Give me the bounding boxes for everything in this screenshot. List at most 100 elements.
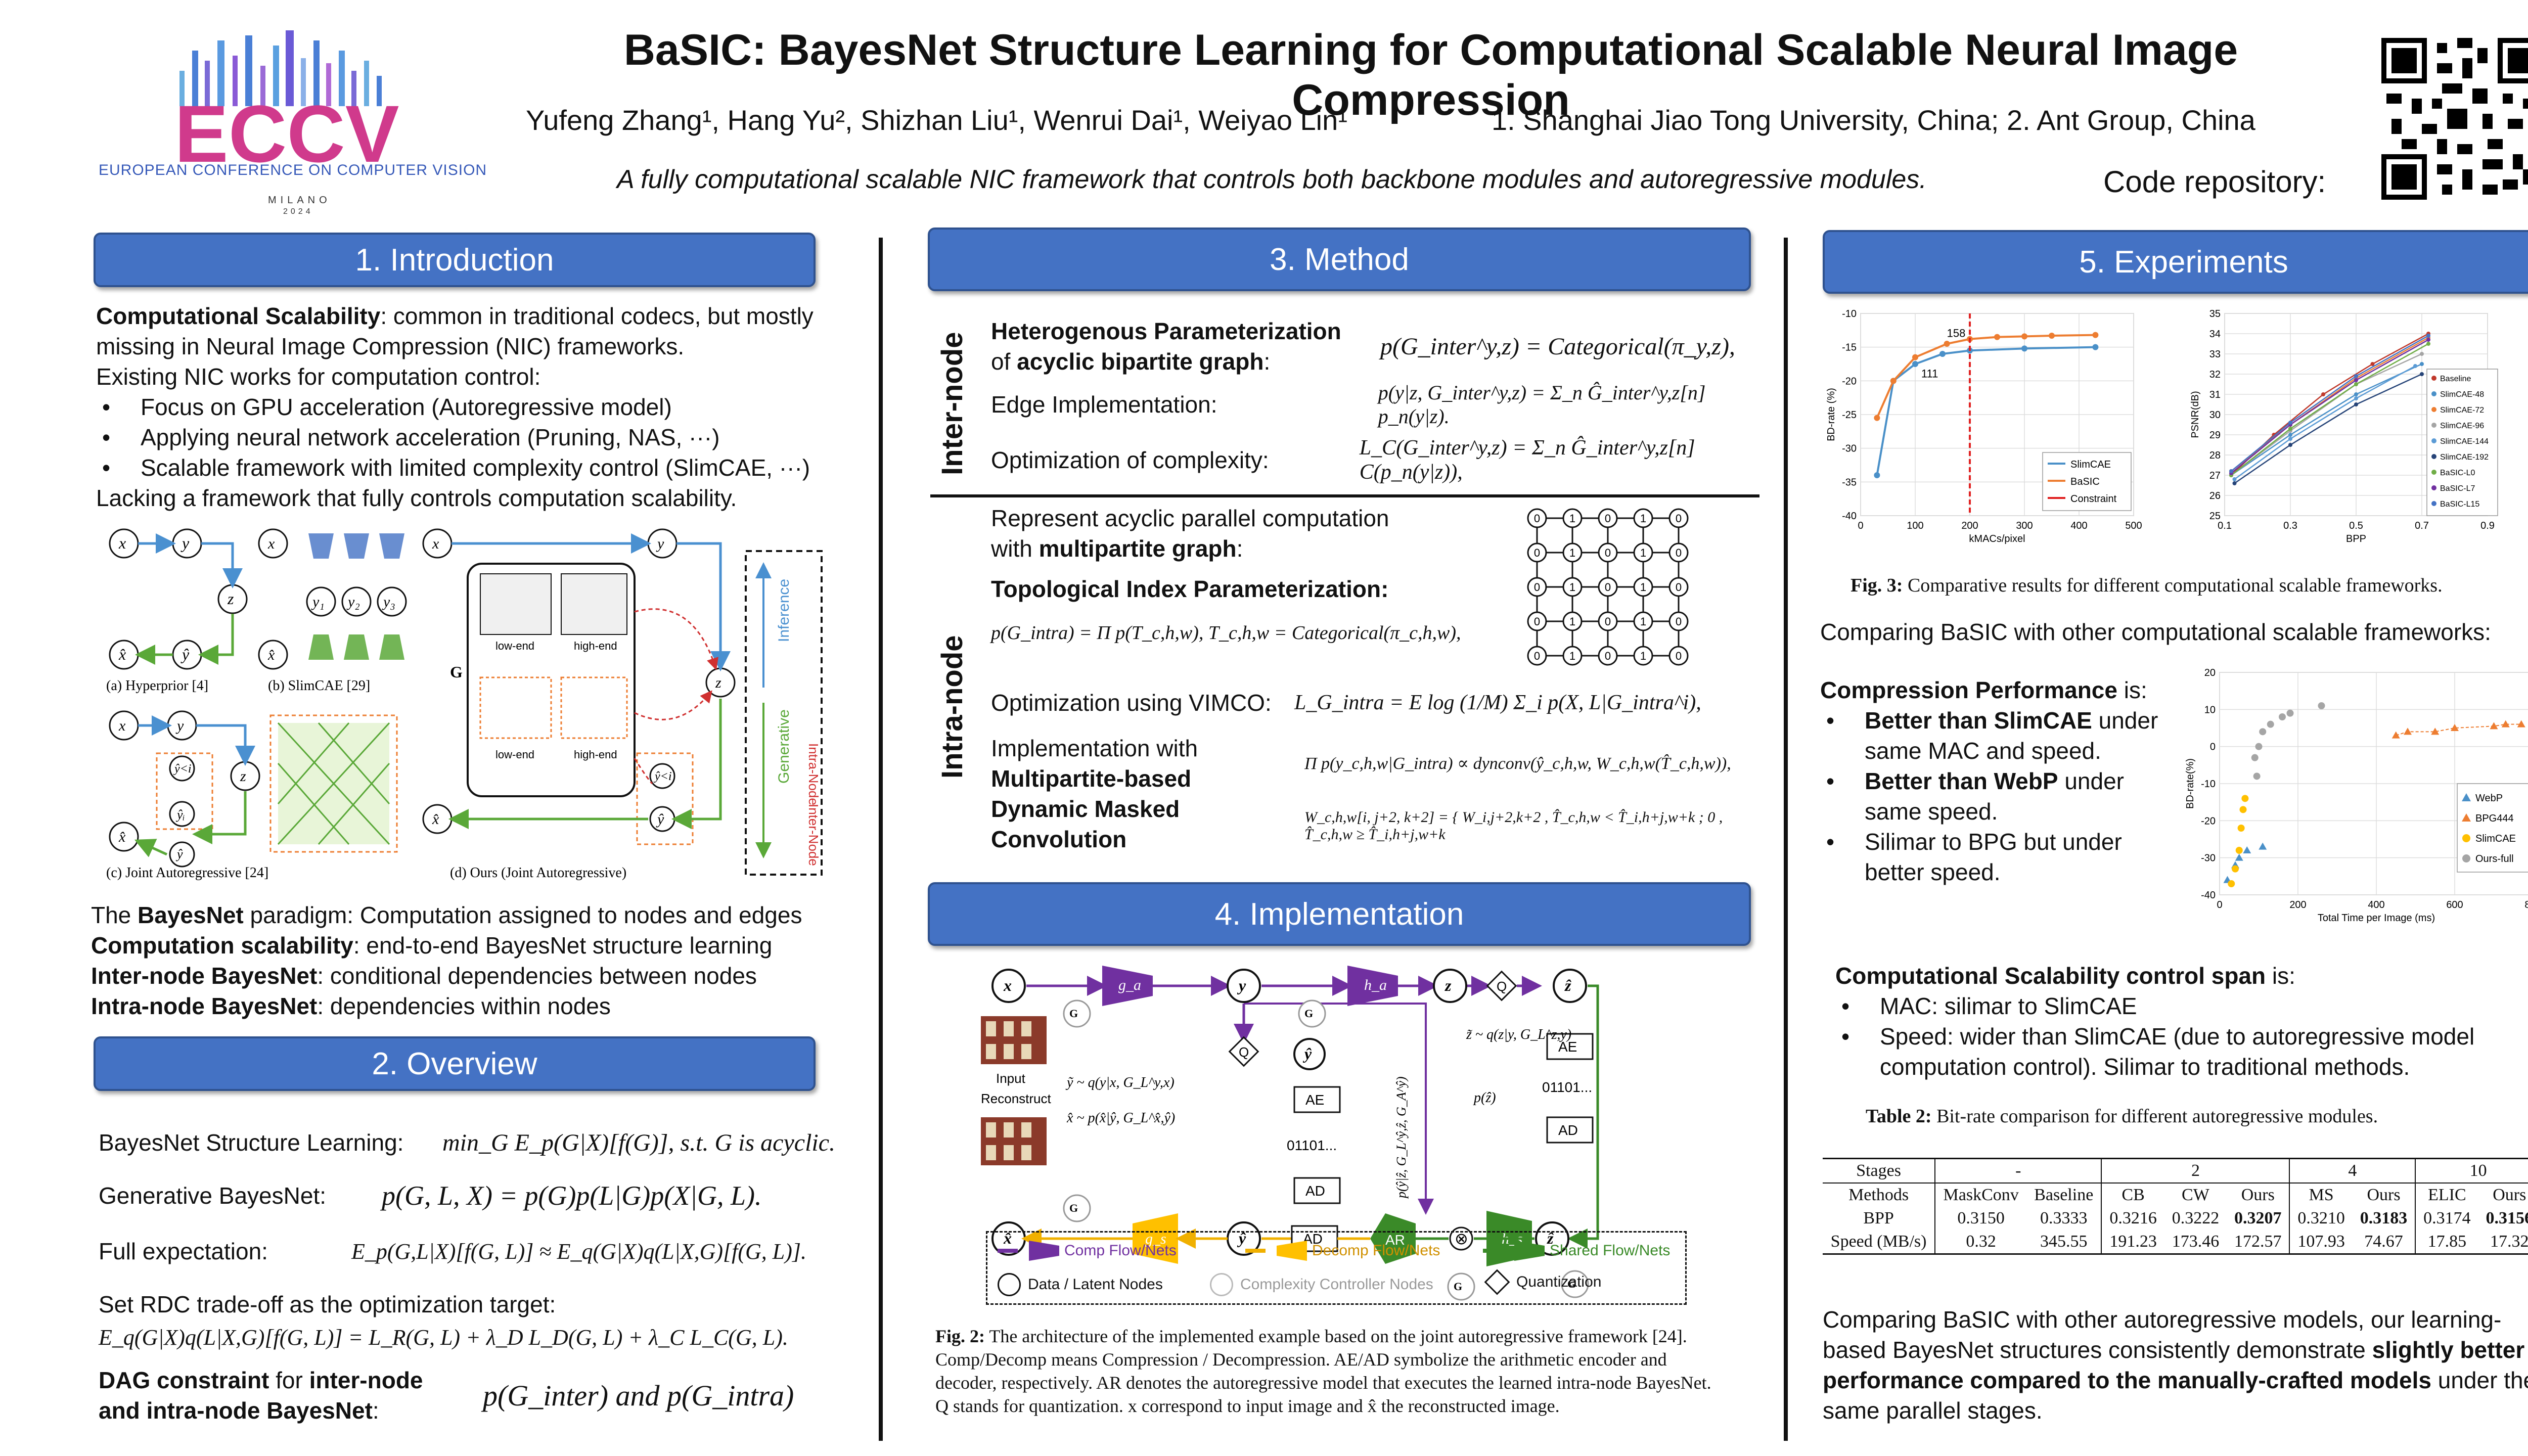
x-tick-label: 0 — [2217, 899, 2222, 911]
comp-flow-icon — [998, 1249, 1018, 1253]
series-line-SlimCAE-72 — [2231, 337, 2429, 472]
x-tick-label: 600 — [2446, 899, 2463, 911]
svg-text:x̂: x̂ — [432, 811, 439, 828]
y-tick-label: 32 — [2209, 369, 2221, 380]
series-line-SlimCAE-144 — [2234, 365, 2416, 480]
data-point-Ours-full — [2259, 728, 2267, 736]
data-point-BaSIC — [2092, 332, 2099, 338]
y-tick-label: -20 — [2201, 815, 2216, 827]
grid-node-label: 1 — [1640, 547, 1646, 559]
svg-text:(b) SlimCAE [29]: (b) SlimCAE [29] — [268, 678, 370, 694]
computational-span: Computational Scalability control span i… — [1835, 963, 2475, 1080]
y-axis-label: PSNR(dB) — [2190, 391, 2201, 438]
svg-text:ẑ: ẑ — [1564, 976, 1571, 994]
grid-node-label: 0 — [1676, 512, 1682, 525]
grid-node — [1633, 611, 1653, 631]
svg-text:p(ẑ): p(ẑ) — [1473, 1090, 1496, 1106]
x-axis-label: kMACs/pixel — [1969, 533, 2025, 544]
data-point-BaSIC-L0 — [2426, 342, 2430, 346]
legend-label: Constraint — [2070, 493, 2117, 505]
svg-text:z̃ ~ q(z|y, G_L^z,y): z̃ ~ q(z|y, G_L^z,y) — [1466, 1027, 1571, 1042]
grid-node — [1527, 577, 1547, 597]
data-point-BaSIC — [1994, 334, 2000, 340]
svg-text:z: z — [227, 589, 234, 608]
grid-node-label: 0 — [1534, 615, 1540, 628]
data-point-SlimCAE-192 — [2354, 402, 2358, 406]
y-tick-label: 35 — [2209, 308, 2221, 320]
data-point-Ours-full — [2255, 743, 2263, 750]
grid-node-label: 0 — [1534, 581, 1540, 594]
data-point-Baseline — [2321, 392, 2325, 396]
svg-text:x: x — [118, 534, 126, 552]
data-point-WebP — [2235, 853, 2243, 861]
grid-node — [1598, 611, 1618, 631]
shared-flow-icon — [1483, 1249, 1503, 1253]
svg-text:y₃: y₃ — [382, 594, 395, 610]
data-point-BaSIC — [2021, 333, 2027, 340]
data-point-SlimCAE — [1939, 351, 1946, 357]
section-header-overview: 2. Overview — [94, 1036, 816, 1091]
y-tick-label: 34 — [2209, 329, 2221, 340]
svg-text:low-end: low-end — [495, 748, 534, 761]
data-point-BaSIC — [1944, 341, 1950, 347]
grid-pattern-icon — [277, 722, 390, 845]
data-point-SlimCAE-144 — [2232, 477, 2237, 481]
grid-node — [1668, 611, 1689, 631]
series-line-BaSIC-L15 — [2231, 335, 2429, 472]
grid-node — [1598, 542, 1618, 563]
svg-text:ỹ ~ q(y|x, G_L^y,x): ỹ ~ q(y|x, G_L^y,x) — [1065, 1075, 1175, 1090]
data-point-Ours-full — [2251, 754, 2259, 761]
legend-label: BaSIC — [2070, 476, 2100, 487]
topological-index-eq: p(G_intra) = Π p(T_c,h,w), T_c,h,w = Cat… — [991, 622, 1461, 644]
intro-text: Computational Scalability: common in tra… — [96, 303, 814, 511]
grid-node-label: 0 — [1605, 650, 1611, 662]
data-point-SlimCAE — [1874, 472, 1880, 478]
grid-node-label: 0 — [1605, 547, 1611, 559]
qr-code-icon[interactable] — [2381, 38, 2528, 200]
grid-node — [1668, 542, 1689, 563]
grid-node-label: 0 — [1605, 512, 1611, 525]
svg-text:G: G — [450, 663, 463, 681]
authors: Yufeng Zhang¹, Hang Yu², Shizhan Liu¹, W… — [526, 104, 1347, 136]
table2-caption: Table 2: Bit-rate comparison for differe… — [1866, 1106, 2378, 1127]
svg-text:high-end: high-end — [574, 748, 617, 761]
legend-swatch — [2462, 813, 2471, 822]
data-point-BaSIC-L15 — [2426, 334, 2430, 338]
y-tick-label: 25 — [2209, 511, 2221, 522]
data-point-WebP — [2243, 846, 2251, 853]
data-point-BaSIC-L0 — [2354, 382, 2358, 386]
implementation-diagram: g_a h_a x y z ẑ ŷ x̂ ŷ ẑ Q Q ⊗ AE 01101.… — [981, 956, 1699, 1309]
svg-text:x: x — [267, 535, 275, 552]
data-point-BaSIC — [1874, 415, 1880, 421]
data-point-SlimCAE — [2021, 345, 2027, 352]
legend-label: BaSIC-L7 — [2440, 484, 2475, 493]
data-point-BaSIC-L15 — [2288, 421, 2292, 425]
legend-swatch — [2431, 485, 2436, 490]
logo-subtitle: EUROPEAN CONFERENCE ON COMPUTER VISION — [99, 162, 487, 178]
svg-text:z: z — [240, 768, 246, 785]
grid-node — [1633, 542, 1653, 563]
svg-text:Reconstruct: Reconstruct — [981, 1091, 1051, 1106]
svg-text:Q: Q — [1239, 1044, 1249, 1060]
grid-node — [1562, 508, 1583, 528]
quantization-icon — [1484, 1269, 1510, 1295]
data-point-SlimCAE — [2239, 806, 2247, 813]
x-tick-label: 0.7 — [2415, 520, 2429, 531]
y-tick-label: -30 — [1842, 443, 1857, 454]
skyline-icon — [179, 30, 382, 106]
svg-text:AD: AD — [1558, 1122, 1578, 1138]
data-point-BPG444 — [2517, 720, 2525, 727]
legend-label: SlimCAE — [2475, 833, 2516, 844]
section-header-method: 3. Method — [928, 228, 1751, 291]
x-tick-label: 0.1 — [2218, 520, 2232, 531]
x-tick-label: 0.3 — [2283, 520, 2297, 531]
legend-label: SlimCAE-144 — [2440, 437, 2489, 446]
section-header-experiments: 5. Experiments — [1823, 230, 2528, 294]
grid-node-label: 0 — [1676, 650, 1682, 662]
y-tick-label: 0 — [2210, 742, 2216, 753]
x-tick-label: 400 — [2368, 899, 2384, 911]
topological-index-label: Topological Index Parameterization: — [991, 576, 1389, 602]
